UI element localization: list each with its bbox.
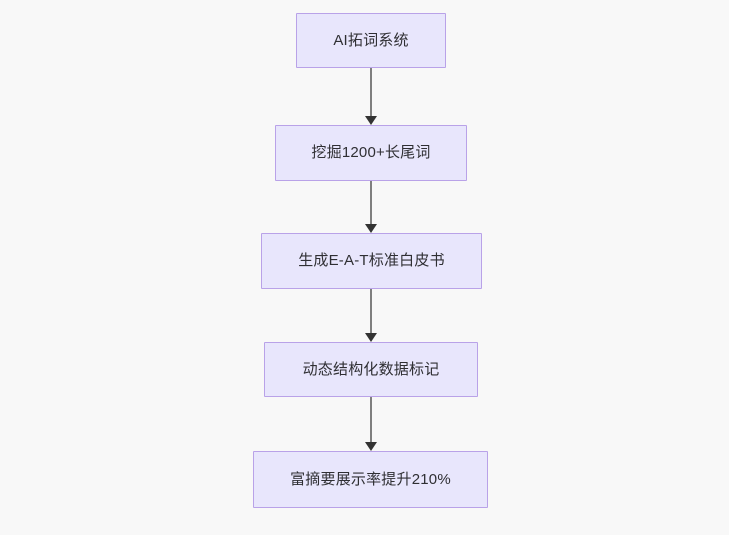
arrowhead-icon — [365, 224, 377, 233]
flow-node-label: 富摘要展示率提升210% — [290, 470, 451, 488]
edge-line — [370, 68, 372, 117]
flow-node-label: 动态结构化数据标记 — [302, 360, 440, 378]
edge-line — [370, 289, 372, 334]
flow-node-ai-keyword-system[interactable]: AI拓词系统 — [296, 13, 446, 68]
arrowhead-icon — [365, 333, 377, 342]
edge-line — [370, 397, 372, 443]
flow-node-generate-eat-whitepaper[interactable]: 生成E-A-T标准白皮书 — [261, 233, 482, 289]
flow-node-label: 生成E-A-T标准白皮书 — [298, 252, 445, 269]
flow-node-dynamic-structured-data-markup[interactable]: 动态结构化数据标记 — [264, 342, 478, 397]
flow-node-rich-snippet-rate-increase[interactable]: 富摘要展示率提升210% — [253, 451, 488, 508]
flow-node-label: 挖掘1200+长尾词 — [311, 144, 431, 161]
flow-node-mine-longtail-keywords[interactable]: 挖掘1200+长尾词 — [275, 125, 467, 181]
edge-line — [370, 181, 372, 225]
arrowhead-icon — [365, 116, 377, 125]
flow-node-label: AI拓词系统 — [333, 31, 409, 49]
arrowhead-icon — [365, 442, 377, 451]
